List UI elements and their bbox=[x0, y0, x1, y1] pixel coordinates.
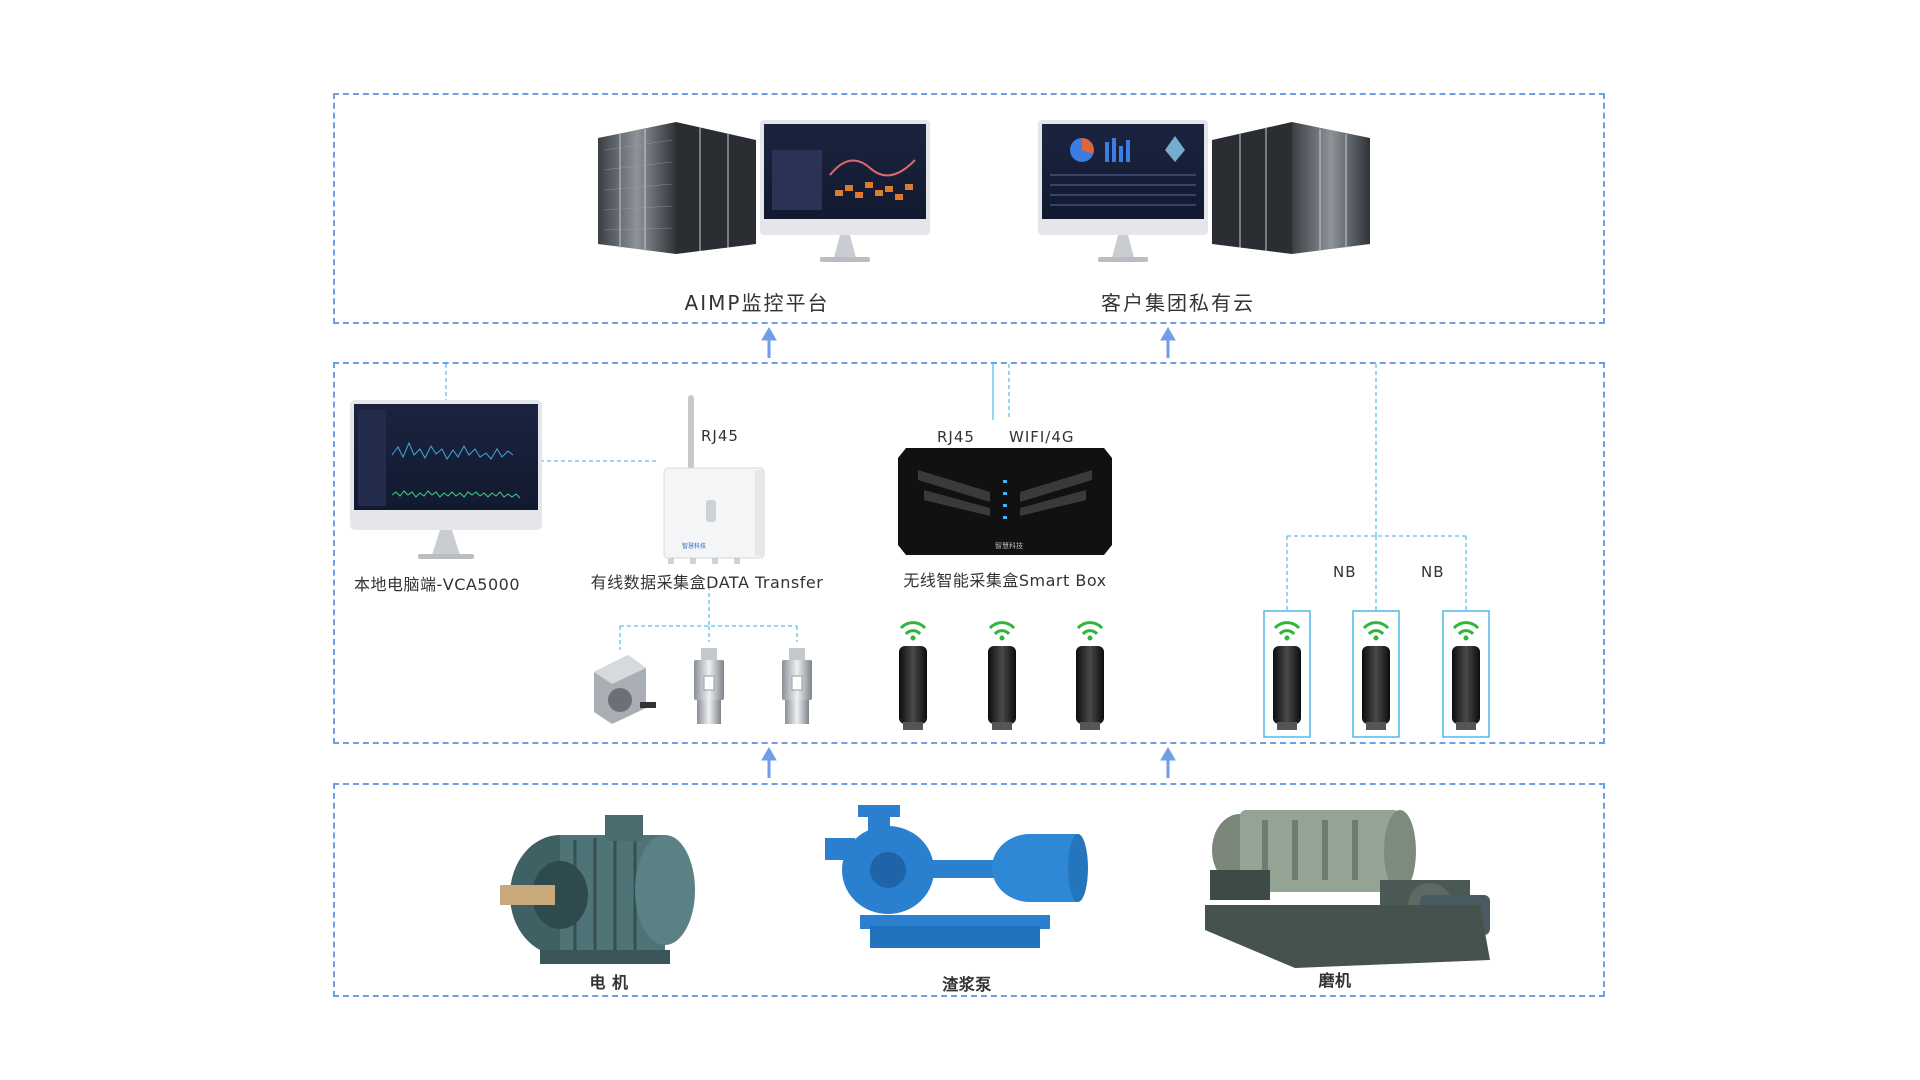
wireless-sensor-3-icon bbox=[1076, 621, 1104, 730]
local-pc-label: 本地电脑端-VCA5000 bbox=[353, 575, 521, 594]
aimp-platform-label: AIMP监控平台 bbox=[684, 291, 830, 315]
svg-text:智慧科技: 智慧科技 bbox=[995, 541, 1023, 550]
nb-sensor-2-icon bbox=[1352, 610, 1400, 738]
data-transfer-label: 有线数据采集盒DATA Transfer bbox=[590, 573, 824, 592]
private-cloud-monitor-icon bbox=[1038, 120, 1208, 262]
wireless-sensor-2-icon bbox=[988, 621, 1016, 730]
equipment-layer-panel bbox=[333, 783, 1605, 997]
local-pc-monitor-icon bbox=[350, 400, 542, 559]
smart-box-wifi-label: WIFI/4G bbox=[1009, 428, 1075, 446]
wireless-sensor-1-icon bbox=[899, 621, 927, 730]
arrow-up-equipment-left bbox=[761, 747, 777, 778]
nb-label-1: NB bbox=[1333, 563, 1357, 581]
connector-lines bbox=[445, 364, 1467, 650]
smart-box-icon: 智慧科技 bbox=[898, 448, 1112, 555]
arrow-up-cloud-right bbox=[1160, 327, 1176, 358]
ball-mill-icon bbox=[1205, 810, 1490, 968]
svg-text:智慧科技: 智慧科技 bbox=[682, 542, 706, 550]
nb-sensor-1-icon bbox=[1263, 610, 1311, 738]
motor-label: 电 机 bbox=[589, 973, 629, 992]
smart-box-label: 无线智能采集盒Smart Box bbox=[903, 571, 1107, 590]
accelerometer-sensor-1-icon bbox=[694, 648, 724, 724]
accelerometer-sensor-2-icon bbox=[782, 648, 812, 724]
data-transfer-port-label: RJ45 bbox=[701, 427, 739, 445]
smart-box-rj45-label: RJ45 bbox=[937, 428, 975, 446]
arrow-up-equipment-right bbox=[1160, 747, 1176, 778]
aimp-server-rack-icon bbox=[598, 122, 756, 254]
nb-label-2: NB bbox=[1421, 563, 1445, 581]
collection-layer-panel bbox=[333, 362, 1605, 744]
private-cloud-label: 客户集团私有云 bbox=[1101, 291, 1255, 315]
cloud-layer-panel bbox=[333, 93, 1605, 324]
displacement-sensor-icon bbox=[594, 655, 656, 724]
slurry-pump-label: 渣浆泵 bbox=[942, 975, 992, 994]
aimp-monitor-icon bbox=[760, 120, 930, 262]
data-transfer-box-icon: 智慧科技 bbox=[663, 395, 765, 564]
private-cloud-server-rack-icon bbox=[1212, 122, 1370, 254]
ball-mill-label: 磨机 bbox=[1318, 971, 1352, 990]
slurry-pump-icon bbox=[825, 805, 1088, 948]
electric-motor-icon bbox=[500, 815, 695, 964]
arrow-up-cloud-left bbox=[761, 327, 777, 358]
nb-sensor-3-icon bbox=[1442, 610, 1490, 738]
